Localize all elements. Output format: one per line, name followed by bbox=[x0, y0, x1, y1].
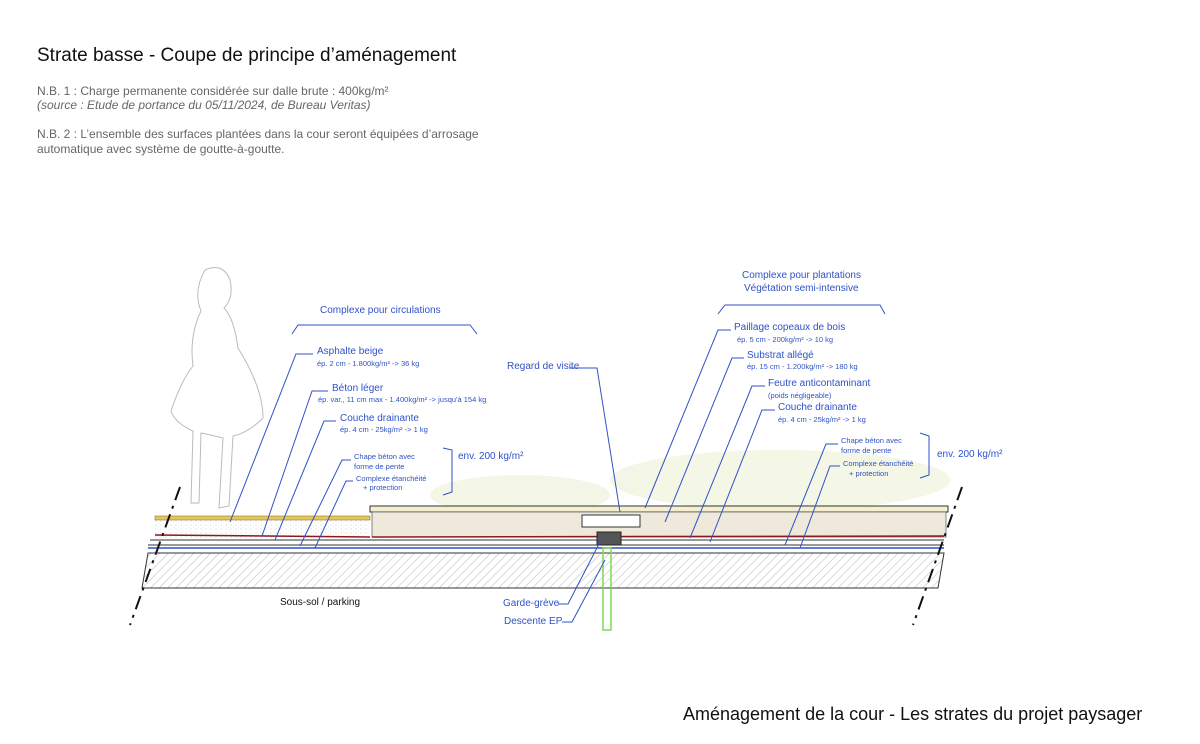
chape-right-line1: Chape béton avec bbox=[841, 436, 902, 445]
layer-feutre: Feutre anticontaminant bbox=[768, 378, 871, 389]
vegetation bbox=[430, 450, 950, 515]
note-2-line1: N.B. 2 : L’ensemble des surfaces plantée… bbox=[37, 127, 479, 141]
layer-paillage-detail: ép. 5 cm - 200kg/m² -> 10 kg bbox=[737, 335, 834, 344]
garde-greve-label: Garde-grève bbox=[503, 598, 560, 609]
layer-drainante-detail: ép. 4 cm - 25kg/m² -> 1 kg bbox=[340, 425, 428, 434]
circulation-weight: env. 200 kg/m² bbox=[458, 451, 524, 462]
plantation-heading-2: Végétation semi-intensive bbox=[744, 283, 859, 294]
note-1-source: (source : Etude de portance du 05/11/202… bbox=[37, 98, 371, 112]
etancheite-line2: + protection bbox=[363, 483, 403, 492]
note-2-line2: automatique avec système de goutte-à-gou… bbox=[37, 142, 285, 156]
chape-right-line2: forme de pente bbox=[841, 446, 892, 455]
chape-line1: Chape béton avec bbox=[354, 452, 415, 461]
page-title: Strate basse - Coupe de principe d’aména… bbox=[37, 45, 457, 66]
etancheite-line1: Complexe étanchéité bbox=[356, 474, 427, 483]
layer-feutre-detail: (poids négligeable) bbox=[768, 391, 832, 400]
layer-paillage: Paillage copeaux de bois bbox=[734, 322, 846, 333]
etancheite-right-line1: Complexe étanchéité bbox=[843, 459, 914, 468]
layer-drainante-right-detail: ép. 4 cm - 25kg/m² -> 1 kg bbox=[778, 415, 866, 424]
person-silhouette-icon bbox=[170, 267, 264, 509]
layer-drainante: Couche drainante bbox=[340, 413, 419, 424]
chape-line2: forme de pente bbox=[354, 462, 405, 471]
descente-label: Descente EP bbox=[504, 616, 563, 627]
etancheite-right-line2: + protection bbox=[849, 469, 889, 478]
circulation-heading: Complexe pour circulations bbox=[320, 305, 441, 316]
layer-beton-detail: ép. var., 11 cm max - 1.400kg/m² -> jusq… bbox=[318, 395, 487, 404]
layer-drainante-right: Couche drainante bbox=[778, 402, 857, 413]
plantation-weight: env. 200 kg/m² bbox=[937, 449, 1003, 460]
layer-substrat: Substrat allégé bbox=[747, 350, 814, 361]
plantation-heading-1: Complexe pour plantations bbox=[742, 270, 861, 281]
layer-asphalte-detail: ép. 2 cm - 1.800kg/m² -> 36 kg bbox=[317, 359, 420, 368]
layer-asphalte: Asphalte beige bbox=[317, 346, 384, 357]
layer-substrat-detail: ép. 15 cm - 1.200kg/m² -> 180 kg bbox=[747, 362, 858, 371]
note-1: N.B. 1 : Charge permanente considérée su… bbox=[37, 84, 389, 98]
footer-caption: Aménagement de la cour - Les strates du … bbox=[683, 704, 1143, 724]
layer-beton: Béton léger bbox=[332, 383, 384, 394]
basement-label: Sous-sol / parking bbox=[280, 597, 361, 608]
regard-label: Regard de visite bbox=[507, 361, 580, 372]
concrete-slab bbox=[141, 552, 945, 589]
